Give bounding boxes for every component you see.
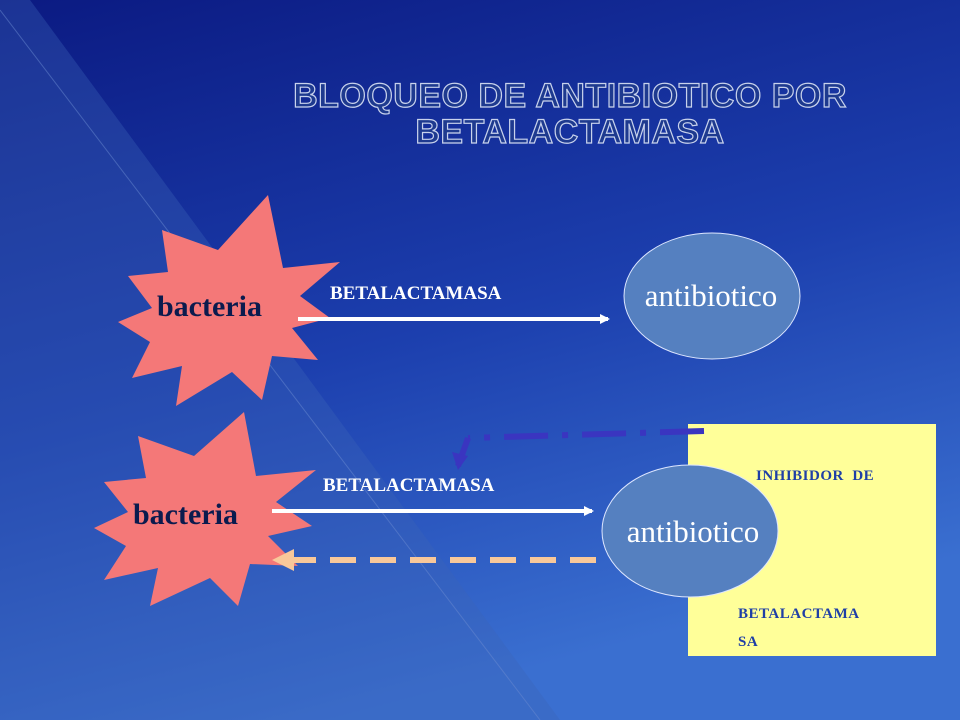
enzyme-label-2: BETALACTAMASA	[323, 475, 495, 496]
title-line-1: BLOQUEO DE ANTIBIOTICO POR	[292, 77, 847, 115]
background-diagonal-line	[0, 9, 541, 720]
inhibitor-text-line-3: SA	[738, 634, 759, 650]
inhibitor-text-line-1: INHIBIDOR DE	[756, 468, 875, 484]
slide-title: BLOQUEO DE ANTIBIOTICO POR BETALACTAMASA	[230, 77, 910, 151]
dashed-return-arrowhead	[272, 549, 294, 571]
inhibitor-dashdot-arrow	[467, 428, 705, 441]
bacteria-starburst-2	[94, 412, 316, 606]
antibiotic-ellipse-2	[601, 464, 779, 598]
inhibitor-arrow-tip	[452, 452, 468, 470]
bacteria-label-2: bacteria	[133, 498, 238, 531]
title-line-2: BETALACTAMASA	[415, 113, 725, 151]
bacteria-label-1: bacteria	[157, 290, 262, 323]
enzyme-label-1: BETALACTAMASA	[330, 283, 502, 304]
antibiotic-label-1: antibiotico	[644, 278, 778, 313]
inhibitor-text-line-2: BETALACTAMA	[738, 606, 860, 622]
antibiotic-label-2: antibiotico	[626, 514, 760, 549]
bacteria-starburst-1	[118, 195, 340, 406]
antibiotic-ellipse-1	[623, 232, 801, 360]
